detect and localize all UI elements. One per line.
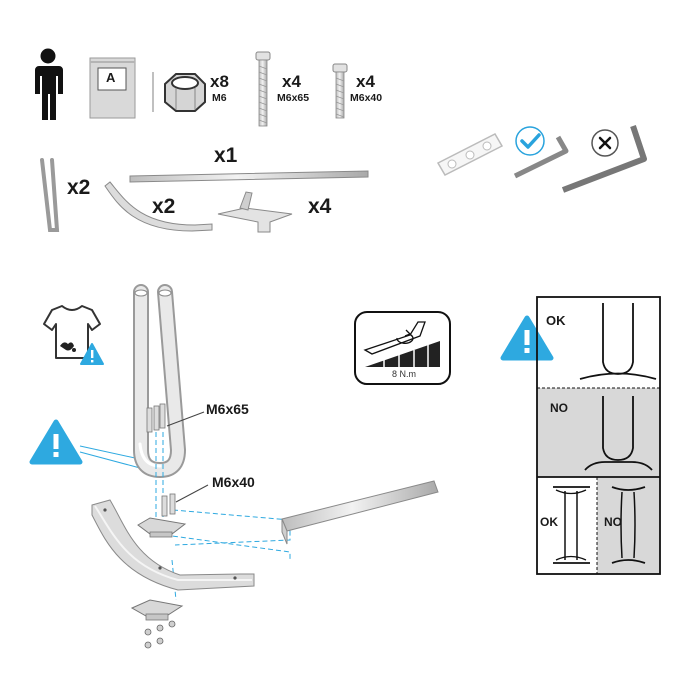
nut-size: M6	[212, 92, 227, 104]
bolt-long-leader	[166, 411, 205, 427]
ok-label-bottom: OK	[540, 515, 558, 529]
bag-label: A	[106, 70, 116, 85]
long-bolt-callout: M6x65	[206, 401, 249, 417]
short-bolt-size: M6x40	[350, 92, 383, 104]
long-bolt-icon	[255, 51, 271, 127]
bracket-icon	[217, 191, 293, 233]
short-bolt-icon	[332, 63, 348, 119]
lower-nuts	[144, 620, 176, 649]
leg-frame-icon	[40, 158, 60, 232]
crossbar-tube-part	[281, 480, 439, 545]
allen-key-ok-icon	[513, 126, 569, 179]
no-label-bottom: NO	[604, 515, 622, 529]
leg-quantity: x2	[67, 176, 91, 199]
nut-quantity: x8	[210, 72, 229, 91]
crossbar-tube-icon	[129, 170, 369, 183]
warning-triangle-icon	[29, 419, 83, 465]
hardware-bag-icon	[89, 57, 136, 119]
foot-rail-icon	[104, 181, 213, 232]
tshirt-warning-icon	[43, 305, 104, 365]
bolt-short-leader	[175, 484, 209, 503]
allen-key-wrong-icon	[561, 125, 647, 193]
long-bolt-quantity: x4	[282, 72, 301, 91]
long-bolt-size: M6x65	[277, 92, 310, 104]
short-bolts	[161, 493, 176, 517]
person-icon	[35, 48, 63, 120]
wrench-plate-icon	[436, 133, 504, 176]
bracket-quantity: x4	[308, 195, 332, 218]
ok-label-top: OK	[546, 313, 566, 328]
torque-indicator	[354, 311, 451, 385]
warning-pointer-lines	[79, 445, 141, 469]
check-panel	[536, 296, 661, 575]
torque-value: 8 N.m	[392, 369, 417, 379]
warning-triangle-icon-2	[500, 315, 554, 361]
foot-quantity: x2	[152, 195, 176, 218]
frame-bolts	[146, 403, 166, 433]
short-bolt-callout: M6x40	[212, 474, 255, 490]
no-label-middle: NO	[550, 401, 568, 415]
lower-bracket-part	[130, 599, 184, 621]
tube-quantity: x1	[214, 144, 238, 167]
foot-rail-part	[91, 499, 255, 591]
hex-nut-icon	[164, 73, 206, 112]
short-bolt-quantity: x4	[356, 72, 375, 91]
u-frame-part	[133, 284, 187, 479]
upper-bracket-part	[137, 517, 187, 538]
